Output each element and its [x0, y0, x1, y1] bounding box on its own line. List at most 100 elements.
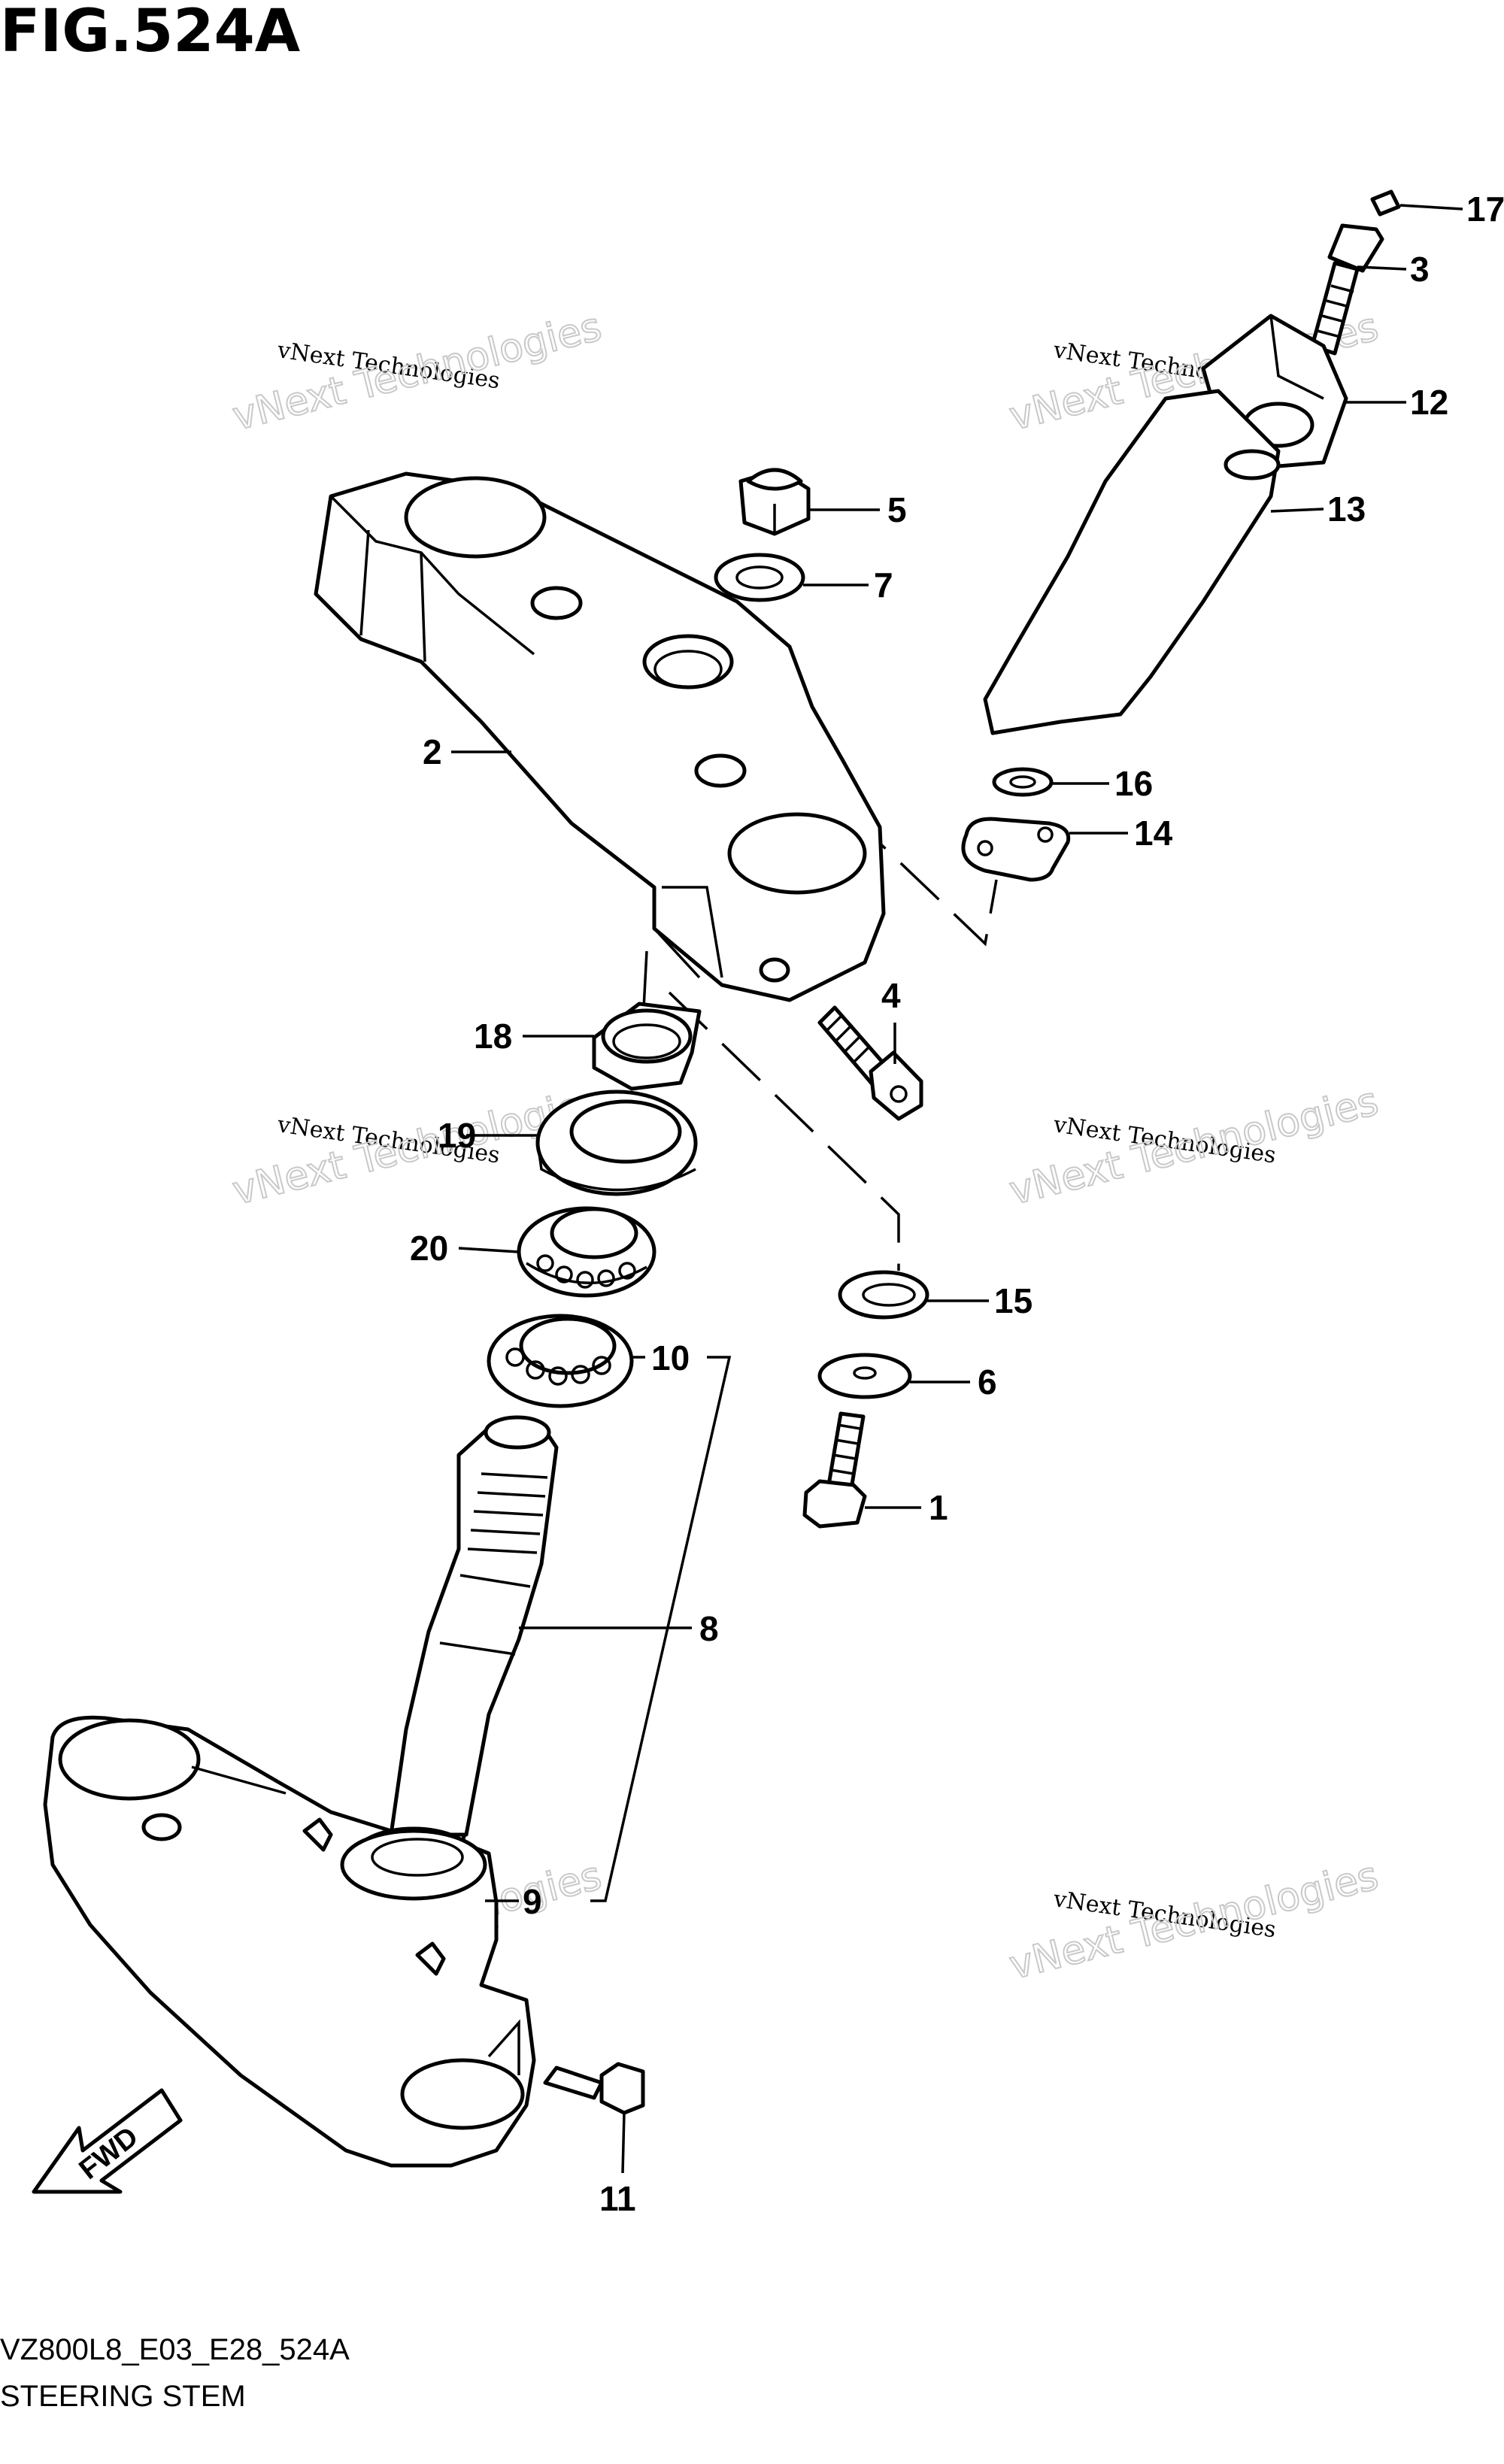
callout-11: 11 — [599, 2179, 636, 2218]
washer-inner — [735, 565, 784, 589]
washer-inner — [1009, 775, 1036, 789]
fork-hole-left — [58, 1718, 201, 1801]
bolt-thread — [830, 1423, 861, 1475]
callout-labels: 17 3 12 13 5 7 2 16 14 4 18 19 20 10 15 … — [410, 189, 1504, 2218]
cover-opening — [1224, 449, 1281, 480]
cover-body — [983, 389, 1281, 735]
bearing-race — [526, 1262, 647, 1284]
callout-14: 14 — [1134, 814, 1173, 853]
bearing-balls — [536, 1254, 636, 1289]
washer-hole — [853, 1366, 877, 1380]
callout-12: 12 — [1410, 383, 1448, 422]
washer-outer — [992, 767, 1054, 797]
bearing-inner — [519, 1317, 617, 1375]
leader-lines — [451, 204, 1463, 2174]
figure-subtitle: STEERING STEM — [0, 2380, 246, 2413]
bracket-clamp-edge — [359, 529, 370, 636]
cover-bracket-edge — [1269, 315, 1324, 400]
leader-11 — [621, 2112, 626, 2174]
seal-inner — [371, 1838, 464, 1877]
washer-outer — [714, 553, 805, 602]
stop-lug — [302, 1817, 333, 1852]
seal-outer — [340, 1829, 487, 1901]
callout-4: 4 — [881, 976, 901, 1015]
callout-19: 19 — [438, 1116, 476, 1155]
stem-step — [439, 1574, 531, 1656]
part-15-washer — [838, 1270, 929, 1320]
guide-line-lower-bolt — [668, 991, 900, 1271]
part-18-steering-nut — [592, 1002, 702, 1091]
callout-16: 16 — [1114, 764, 1153, 803]
watermark-mid-right: vNext Technologies vNext Technologies — [1005, 1078, 1384, 1215]
part-10-lower-bearing — [487, 1314, 634, 1408]
leader-20 — [458, 1247, 520, 1253]
guide-line-nut — [641, 950, 648, 1023]
bolt-thread — [1317, 284, 1354, 338]
part-4-clamp-bolt — [817, 1005, 923, 1121]
stem-hole-inner — [653, 650, 723, 689]
fork-hole-right — [400, 2058, 525, 2130]
figure-title: FIG.524A — [0, 0, 300, 65]
part-14-plate — [961, 817, 1071, 882]
nut-thread — [612, 1023, 681, 1059]
part-3-bolt — [1310, 223, 1384, 356]
seal-edge — [536, 1142, 696, 1192]
mount-hole — [141, 1813, 182, 1841]
callout-5: 5 — [887, 490, 907, 529]
bolt-head — [599, 2062, 645, 2115]
part-16-washer — [992, 767, 1054, 797]
clamp-slot — [662, 886, 723, 978]
mount-hole — [530, 586, 583, 620]
callout-10: 10 — [651, 1338, 690, 1377]
part-9-seal — [340, 1829, 487, 1901]
watermark-outline-text: vNext Technologies — [1005, 1853, 1383, 1989]
watermark-outline-text: vNext Technologies — [1005, 1079, 1383, 1214]
callout-8: 8 — [699, 1609, 719, 1648]
callout-17: 17 — [1466, 189, 1504, 229]
bracket-clamp-edge — [420, 552, 426, 662]
bolt-head — [802, 1479, 867, 1529]
watermark-top-left: vNext Technologies vNext Technologies — [228, 304, 607, 441]
stem-thread — [467, 1472, 548, 1554]
fork-hole-right — [727, 812, 867, 895]
bearing-balls — [505, 1347, 611, 1386]
part-6-washer — [817, 1353, 912, 1399]
cap-nut-dome — [746, 468, 803, 491]
callout-2: 2 — [423, 732, 442, 771]
clamp-edge — [653, 927, 701, 979]
model-code: VZ800L8_E03_E28_524A — [0, 2333, 350, 2366]
bolt-shank — [826, 1411, 866, 1491]
callout-15: 15 — [994, 1281, 1032, 1320]
bearing-inner — [550, 1207, 638, 1259]
callout-3: 3 — [1410, 250, 1430, 289]
leader-3 — [1357, 265, 1407, 271]
nut-bore — [601, 1008, 693, 1064]
leader-17 — [1399, 204, 1463, 211]
part-19-dust-seal — [535, 1090, 698, 1196]
key-hole — [694, 753, 747, 788]
bolt-thread — [826, 1014, 871, 1063]
callout-20: 20 — [410, 1229, 448, 1268]
callout-7: 7 — [874, 565, 893, 605]
washer-inner — [862, 1283, 916, 1307]
part-17-clip — [1370, 189, 1401, 217]
plate-hole — [1037, 826, 1054, 843]
plate-hole — [977, 840, 993, 856]
clip-body — [1370, 189, 1401, 217]
clamp-slot — [487, 2019, 520, 2075]
washer-outer — [817, 1353, 912, 1399]
fork-hole-left — [404, 476, 547, 559]
leader-13 — [1270, 508, 1324, 513]
part-5-cap-nut — [738, 468, 811, 536]
fwd-arrow-icon — [32, 2088, 183, 2194]
watermark-bottom-right: vNext Technologies vNext Technologies — [1005, 1853, 1384, 1990]
part-8-steering-stem — [43, 1415, 559, 2168]
part-20-upper-bearing — [517, 1206, 656, 1298]
part-13-cover — [983, 389, 1281, 735]
washer-outer — [838, 1270, 929, 1320]
fwd-arrow: FWD — [32, 2088, 183, 2194]
clamp-bolt-hole — [759, 957, 790, 983]
callout-9: 9 — [523, 1882, 542, 1921]
stop-lug — [415, 1941, 446, 1976]
